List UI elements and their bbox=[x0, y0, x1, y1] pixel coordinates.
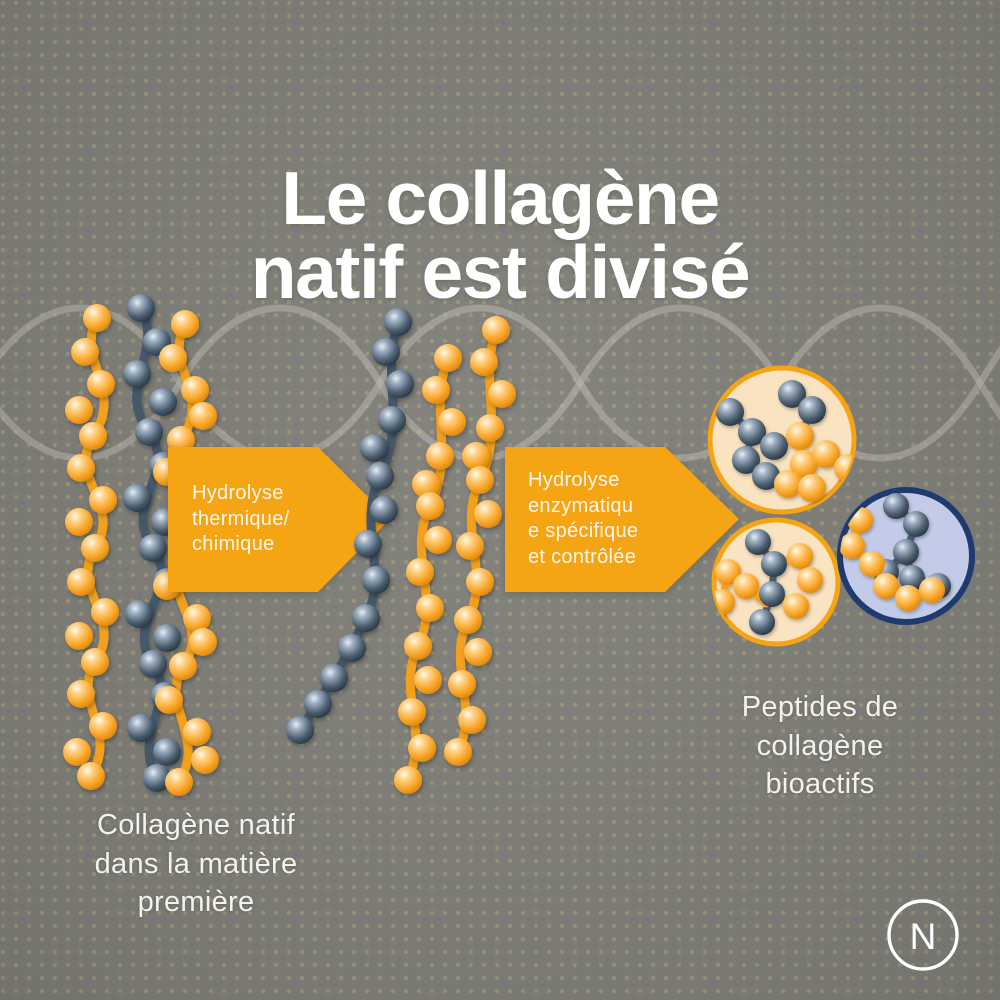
separated-collagen-strands bbox=[286, 308, 516, 794]
caption-bioactive-peptides: Peptides de collagène bioactifs bbox=[741, 691, 899, 801]
process-arrow-enzymatic-label: Hydrolyse enzymatiqu e spécifique et con… bbox=[528, 469, 639, 568]
title-line-1: Le collagène bbox=[281, 156, 720, 241]
brand-logo-letter: N bbox=[910, 916, 937, 957]
brand-logo[interactable]: N bbox=[884, 896, 962, 974]
dna-helix-background-decoration bbox=[0, 304, 1000, 462]
process-arrow-enzymatic bbox=[505, 447, 739, 592]
caption-native-collagen: Collagène natif dans la matière première bbox=[94, 809, 298, 919]
process-arrow-thermal bbox=[168, 447, 390, 592]
page-title: Le collagène natif est divisé bbox=[0, 156, 1000, 314]
title-line-2: natif est divisé bbox=[250, 229, 751, 314]
bioactive-peptide-circles bbox=[707, 365, 975, 647]
process-arrow-thermal-label: Hydrolyse thermique/ chimique bbox=[192, 482, 290, 556]
